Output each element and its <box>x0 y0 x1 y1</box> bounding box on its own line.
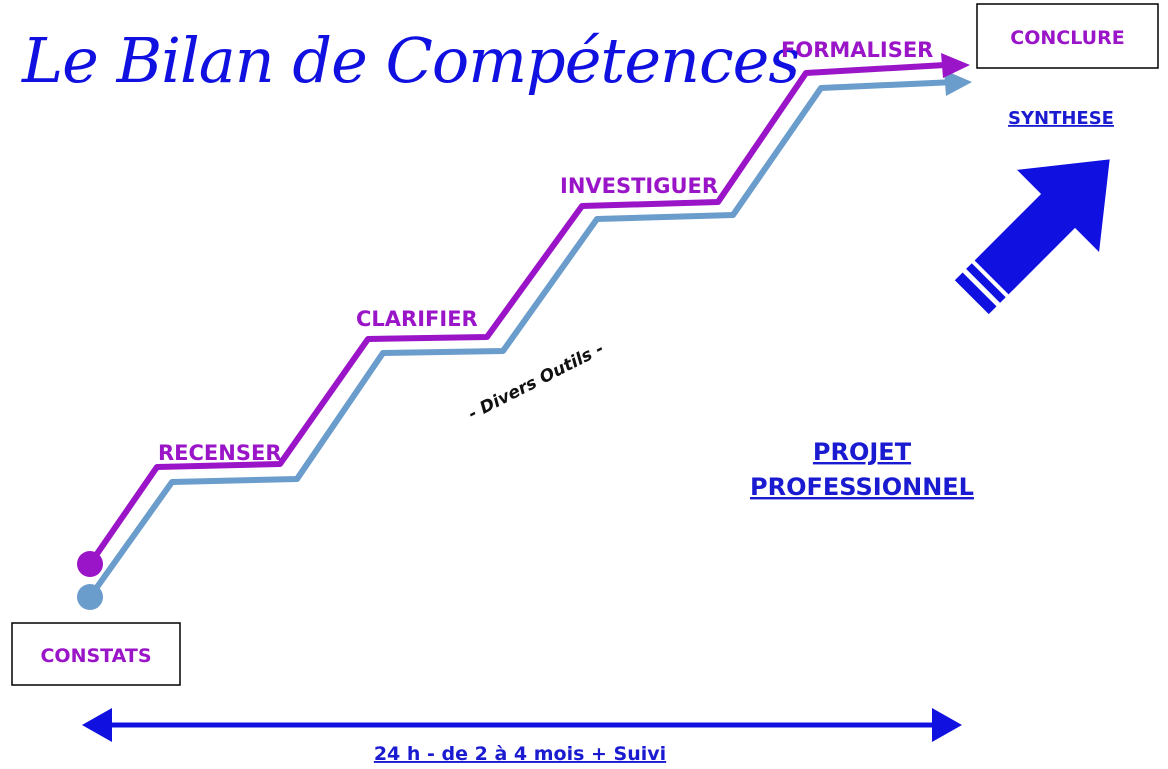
constats-box <box>11 622 181 686</box>
duration-label[interactable]: 24 h - de 2 à 4 mois + Suivi <box>374 743 666 765</box>
blue-staircase-path <box>87 79 956 599</box>
conclure-box <box>976 3 1159 69</box>
step-recenser: RECENSER <box>158 441 282 465</box>
step-clarifier: CLARIFIER <box>356 307 478 331</box>
purple-path-arrowhead <box>941 53 970 78</box>
pencil-arrow-icon <box>954 159 1110 315</box>
constats-label: CONSTATS <box>40 645 151 667</box>
diagram-title: Le Bilan de Compétences <box>21 24 799 97</box>
duration-arrow-right <box>932 708 962 742</box>
purple-staircase-path <box>87 62 946 566</box>
projet-line-2[interactable]: PROFESSIONNEL <box>750 473 974 501</box>
projet-line-1[interactable]: PROJET <box>813 438 912 466</box>
step-formaliser: FORMALISER <box>781 38 933 62</box>
blue-path-outline <box>85 76 956 601</box>
purple-start-dot <box>77 551 103 577</box>
blue-start-dot <box>77 584 103 610</box>
step-investiguer: INVESTIGUER <box>560 174 718 198</box>
blue-path-arrowhead <box>944 70 972 96</box>
duration-arrow-left <box>82 708 112 742</box>
conclure-label: CONCLURE <box>1010 27 1124 49</box>
synthese-link[interactable]: SYNTHESE <box>1008 108 1114 129</box>
